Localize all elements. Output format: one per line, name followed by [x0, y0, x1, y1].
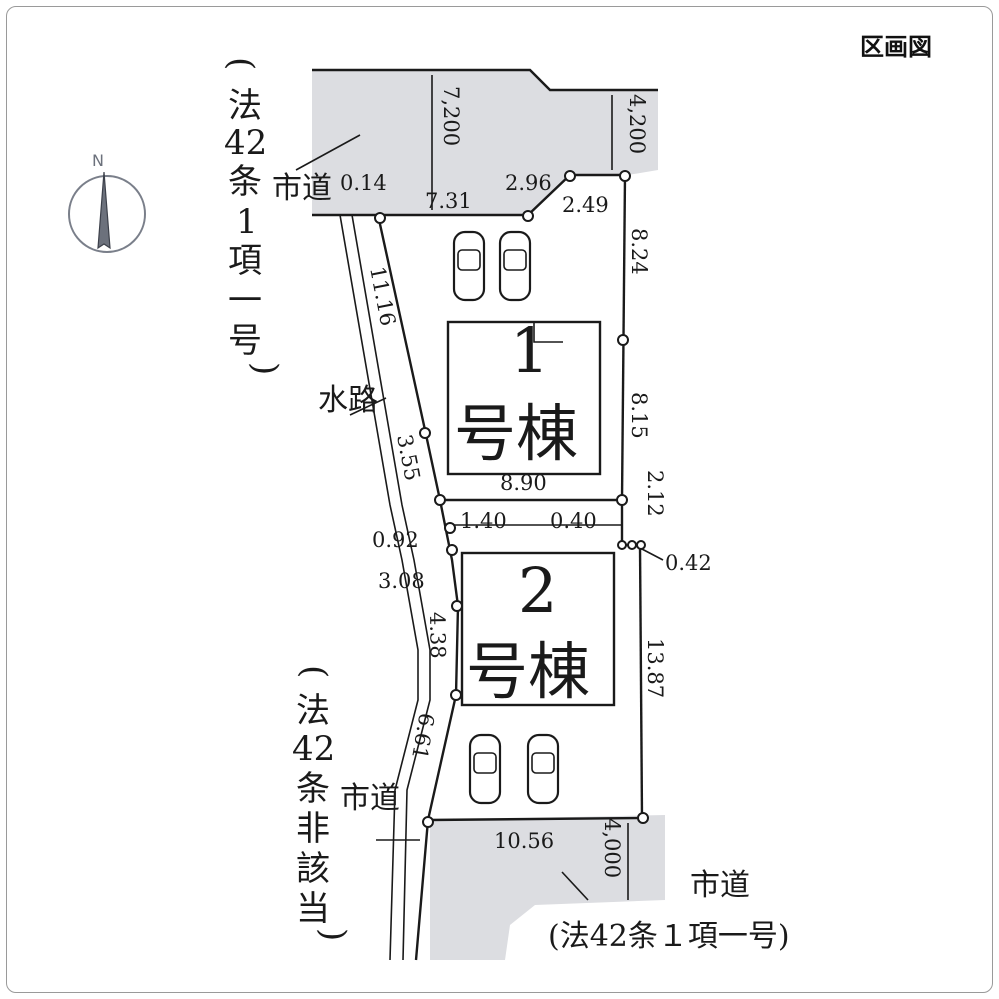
dim-6-61: 6.61	[407, 711, 439, 761]
law-paren-open: (	[221, 57, 261, 70]
dim-13-87: 13.87	[643, 638, 667, 698]
road-name-bottom-left: 市道	[340, 781, 400, 816]
svg-text:条: 条	[296, 769, 330, 809]
compass-n-label: N	[92, 151, 104, 170]
dim-3-08: 3.08	[378, 569, 425, 593]
dim-10-56: 10.56	[494, 829, 554, 853]
waterway-label: 水路	[318, 383, 378, 418]
car-icon	[452, 230, 486, 302]
dim-0-42: 0.42	[665, 551, 712, 575]
svg-text:該: 該	[296, 849, 330, 889]
bottom-road-area	[430, 815, 665, 960]
road-label-bottom-left: ( 法 42 条 非 該 当 )	[292, 665, 353, 941]
dim-7200: 7,200	[439, 86, 463, 146]
depth-arrows	[431, 75, 629, 900]
top-road-edge	[312, 68, 658, 92]
svg-text:一: 一	[228, 281, 262, 321]
dim-0-40: 0.40	[550, 509, 597, 533]
svg-text:): )	[313, 928, 353, 941]
dim-0-92: 0.92	[372, 528, 419, 552]
dim-2-96: 2.96	[505, 171, 552, 195]
svg-text:42: 42	[224, 123, 267, 163]
waterway-channel	[339, 214, 460, 961]
dim-4-38: 4.38	[425, 612, 450, 659]
dim-8-24: 8.24	[627, 228, 651, 275]
svg-text:法: 法	[228, 86, 262, 126]
lot2-label: 号棟	[466, 635, 590, 708]
lot2-building-outline	[460, 551, 616, 707]
svg-text:当: 当	[296, 889, 330, 929]
svg-text:法: 法	[296, 691, 330, 731]
dim-8-90: 8.90	[500, 471, 547, 495]
roads	[312, 70, 665, 960]
svg-text:1: 1	[236, 202, 258, 242]
dim-2-12: 2.12	[643, 470, 667, 517]
dim-4000: 4,000	[600, 818, 624, 878]
dim-0-14: 0.14	[340, 171, 387, 195]
road-name-bottom-right: 市道	[690, 868, 750, 903]
svg-text:42: 42	[292, 729, 335, 769]
compass: N	[68, 151, 146, 253]
dim-4200: 4,200	[625, 94, 649, 154]
north-arrow-icon	[97, 171, 111, 250]
lot1-porch	[533, 322, 563, 343]
lot1-building-outline	[446, 320, 602, 476]
parking	[452, 230, 560, 805]
car-icon	[526, 733, 560, 805]
car-icon	[498, 230, 532, 302]
svg-text:): )	[245, 362, 285, 375]
road-label-top-left: ( 法 42 条 1 項 一 号 ) 市道	[221, 57, 332, 375]
road-law-bottom-right: (法42条１項一号)	[548, 919, 790, 954]
top-road-area	[312, 70, 658, 215]
svg-text:項: 項	[228, 241, 262, 281]
road-name-top-left: 市道	[272, 171, 332, 206]
dim-7-31: 7.31	[425, 189, 472, 213]
leader-lines	[295, 134, 664, 901]
plan-title: 区画図	[860, 33, 932, 61]
lot1-label: 号棟	[454, 397, 578, 470]
lot1-number: 1	[510, 314, 549, 387]
svg-text:条: 条	[228, 162, 262, 202]
car-icon	[468, 733, 502, 805]
svg-text:非: 非	[296, 809, 330, 849]
dim-2-49: 2.49	[562, 193, 609, 217]
svg-text:号: 号	[228, 321, 262, 361]
boundary-points	[374, 170, 649, 828]
dim-8-15: 8.15	[627, 392, 651, 439]
lot2-number: 2	[518, 554, 557, 627]
dim-1-40: 1.40	[460, 509, 507, 533]
svg-text:(: (	[294, 665, 334, 678]
